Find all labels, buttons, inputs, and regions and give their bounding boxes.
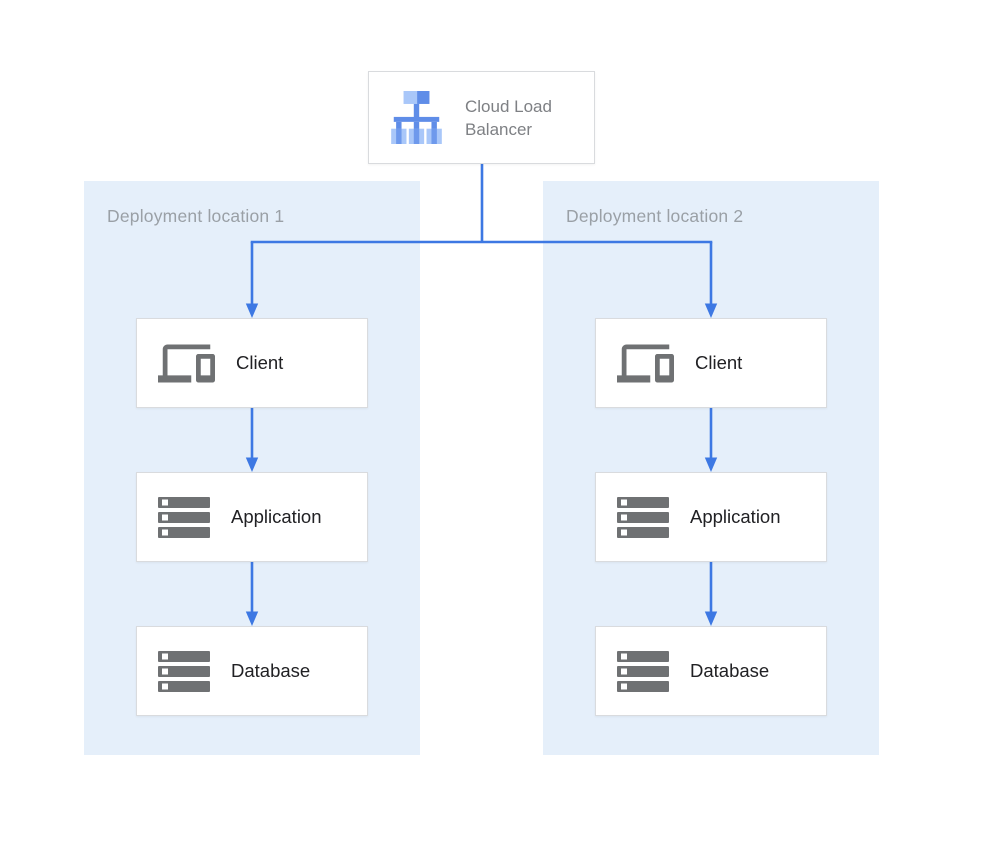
panel-label: Deployment location 2 [566, 206, 744, 226]
node-label: Database [231, 660, 311, 681]
server-stack-icon [617, 496, 669, 538]
node-client-2: Client [595, 318, 827, 408]
server-stack-icon [617, 650, 669, 692]
server-stack-icon [158, 496, 210, 538]
server-stack-icon [158, 650, 210, 692]
node-label: Application [690, 506, 781, 527]
devices-icon [158, 335, 215, 392]
load-balancer-label: Cloud Load Balancer [465, 96, 552, 139]
node-database-1: Database [136, 626, 368, 716]
node-label: Client [695, 352, 743, 373]
node-client-1: Client [136, 318, 368, 408]
load-balancer-node: Cloud Load Balancer [368, 71, 595, 164]
node-application-2: Application [595, 472, 827, 562]
devices-icon [617, 335, 674, 392]
node-application-1: Application [136, 472, 368, 562]
node-label: Application [231, 506, 322, 527]
node-label: Database [690, 660, 770, 681]
node-database-2: Database [595, 626, 827, 716]
panel-label: Deployment location 1 [107, 206, 285, 226]
node-label: Client [236, 352, 284, 373]
cloud-load-balancer-icon [388, 91, 445, 144]
